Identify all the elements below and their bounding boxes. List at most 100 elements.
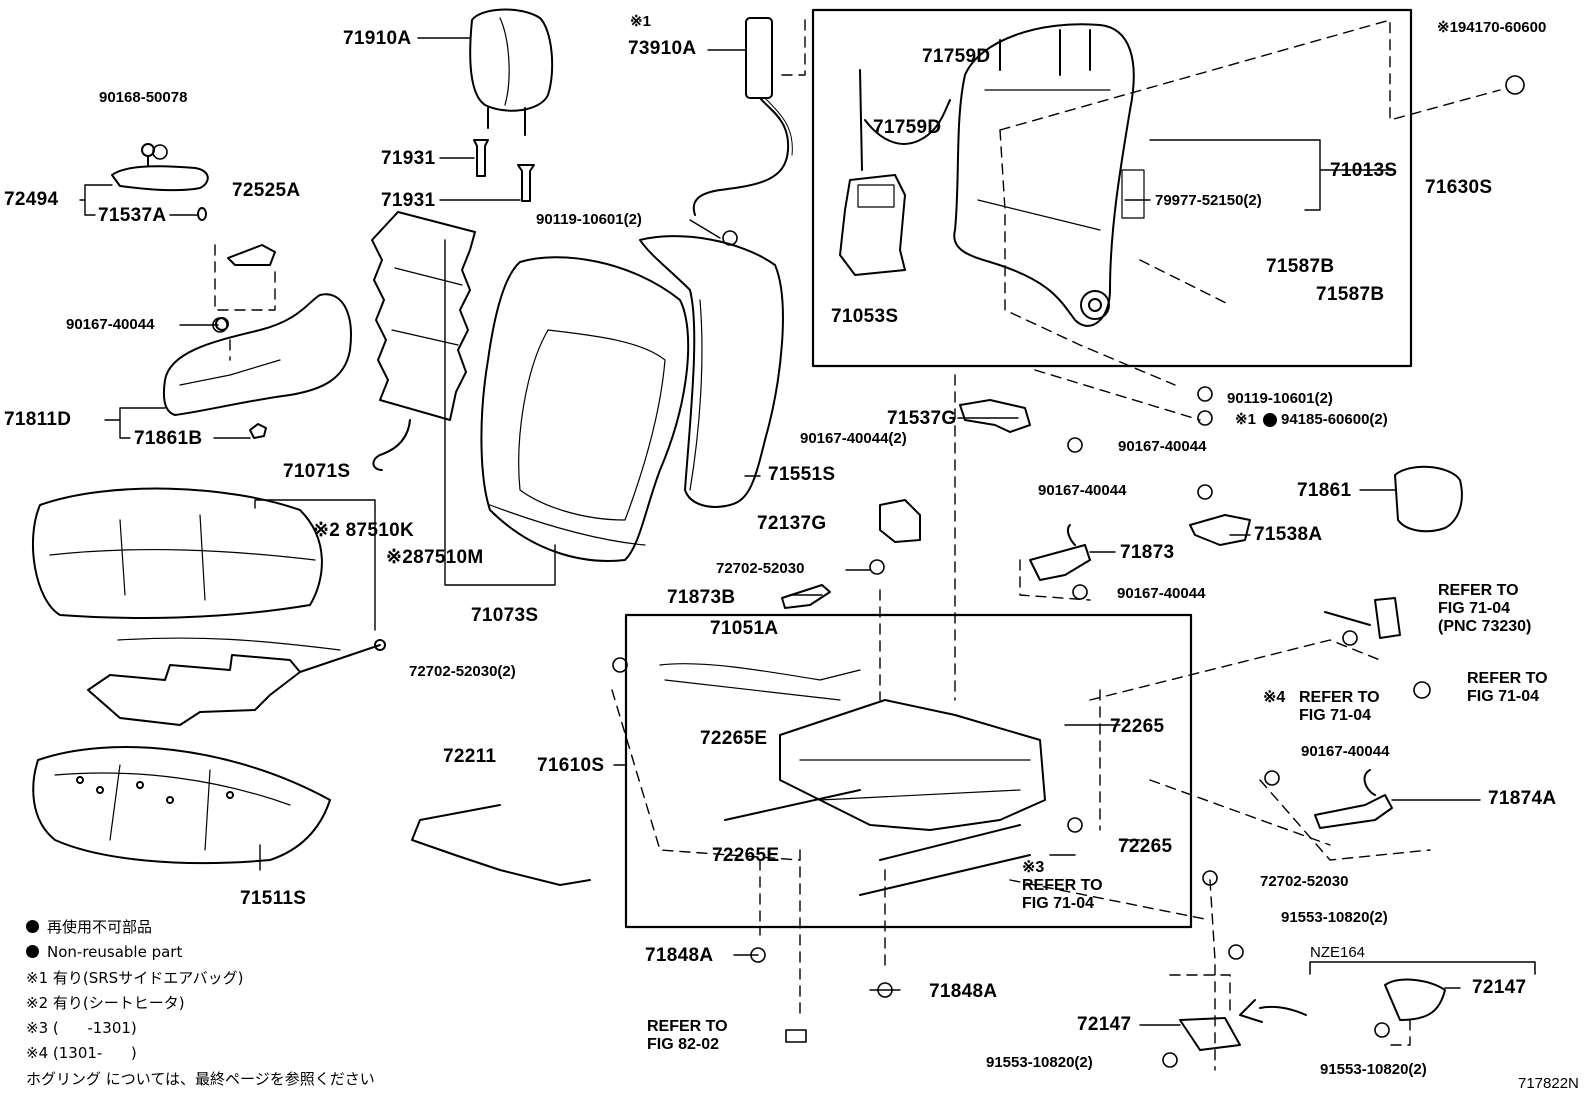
seatbelt-buckle	[1324, 597, 1401, 639]
side-shield	[162, 293, 352, 439]
part-label-90167-40044-left: 90167-40044	[66, 316, 155, 333]
bracket-72147-left	[1179, 1017, 1241, 1051]
part-label-90167-40044-lower-right: 90167-40044	[1301, 743, 1390, 760]
bracket-71537g	[959, 399, 1031, 433]
part-label-71537g: 71537G	[887, 408, 957, 429]
cover-72137g	[879, 499, 921, 543]
seatback-cushion	[480, 256, 690, 562]
side-airbag	[692, 17, 793, 216]
part-label-71630s: 71630S	[1425, 177, 1493, 198]
part-label-71073s: 71073S	[471, 605, 539, 626]
part-label-72265-top: 72265	[1110, 716, 1165, 737]
part-label-71861: 71861	[1297, 480, 1352, 501]
part-label-72702-52030-top: 72702-52030	[716, 560, 805, 577]
dashed-guides	[214, 19, 1501, 1071]
clip-72525a	[227, 244, 276, 266]
part-label-71053s: 71053S	[831, 306, 899, 327]
bracket-71873	[1029, 524, 1091, 581]
part-label-71538a: 71538A	[1254, 524, 1323, 545]
part-label-71873: 71873	[1120, 542, 1175, 563]
seatback-frame-box	[811, 8, 1413, 368]
legend-note-3: ※3 ( -1301)	[26, 1019, 137, 1037]
part-label-90167-40044-upper-right: 90167-40044	[1038, 482, 1127, 499]
part-label-71874a: 71874A	[1488, 788, 1557, 809]
part-label-91553-10820-right: 91553-10820(2)	[1320, 1061, 1427, 1078]
legend-hog-ring-note: ホグリング については、最終ページを参照ください	[26, 1070, 375, 1088]
reference-fig-82-02: REFER TO FIG 82-02	[647, 1018, 728, 1053]
part-label-72494: 72494	[4, 189, 59, 210]
part-label-73910a-mark: ※1	[630, 13, 651, 30]
seat-cushion-pad	[31, 487, 341, 651]
part-label-71931-bottom: 71931	[381, 190, 436, 211]
bracket-72147-right	[1384, 978, 1446, 1021]
part-label-71551s: 71551S	[768, 464, 836, 485]
part-label-87510k: ※2 87510K	[313, 520, 415, 541]
legend-note-4: ※4 (1301- )	[26, 1044, 137, 1062]
bolts	[152, 75, 1525, 1068]
part-label-71931-top: 71931	[381, 148, 436, 169]
part-label-72702-52030-bottom: 72702-52030	[1260, 873, 1349, 890]
part-label-79977-52150: 79977-52150(2)	[1155, 192, 1262, 209]
part-label-72265e-bottom: 72265E	[712, 845, 780, 866]
part-label-90167-40044-mid-right: 90167-40044	[1117, 585, 1206, 602]
part-label-71811d: 71811D	[4, 409, 72, 430]
part-label-71910a: 71910A	[343, 28, 412, 49]
filled-markers	[1263, 413, 1277, 427]
part-label-71759d-bottom: 71759D	[873, 117, 942, 138]
part-label-71013s: 71013S	[1330, 160, 1398, 181]
cover-71861	[1394, 465, 1463, 533]
part-label-90119-10601-top: 90119-10601(2)	[536, 211, 642, 228]
part-label-94185-mark: ※1	[1235, 411, 1256, 428]
reference-fig-71-04-mark4: REFER TO FIG 71-04	[1299, 689, 1380, 724]
part-label-72525a: 72525A	[232, 180, 301, 201]
part-label-72137g: 72137G	[757, 513, 827, 534]
part-label-71848a-left: 71848A	[645, 945, 714, 966]
part-label-71511s: 71511S	[240, 888, 307, 909]
seatback-heater-pad	[371, 211, 476, 471]
part-label-71873b: 71873B	[667, 587, 736, 608]
part-label-72702-52030-2: 72702-52030(2)	[409, 663, 516, 680]
legend-non-reusable-en: Non-reusable part	[26, 945, 182, 960]
part-label-91553-10820-left: 91553-10820(2)	[986, 1054, 1093, 1071]
part-label-71537a: 71537A	[98, 205, 167, 226]
seatback-frame	[953, 23, 1145, 327]
headrest	[469, 8, 554, 136]
part-label-91553-10820-top: 91553-10820(2)	[1281, 909, 1388, 926]
part-label-71848a-right: 71848A	[929, 981, 998, 1002]
part-label-72147-left: 72147	[1077, 1014, 1132, 1035]
part-label-72265-bottom: 72265	[1118, 836, 1173, 857]
seatback-cover	[639, 235, 784, 508]
reference-mark-3: ※3	[1022, 859, 1045, 876]
part-label-72265e-top: 72265E	[700, 728, 768, 749]
part-label-71759d-top: 71759D	[922, 46, 991, 67]
headrest-guides	[473, 139, 535, 202]
part-label-90119-10601-right: 90119-10601(2)	[1227, 390, 1333, 407]
bracket-71538a	[1189, 514, 1251, 546]
part-label-90167-40044-2: 90167-40044(2)	[800, 430, 907, 447]
reference-fig-71-04-mark3: REFER TO FIG 71-04	[1022, 877, 1103, 912]
bracket-71873b	[781, 584, 831, 609]
wire-72211	[411, 804, 591, 886]
reference-fig-71-04-right: REFER TO FIG 71-04	[1467, 670, 1548, 705]
part-label-71587b-bottom: 71587B	[1316, 284, 1385, 305]
bracket-71874a	[1314, 769, 1393, 829]
part-label-71861b: 71861B	[134, 428, 203, 449]
part-label-71071s: 71071S	[283, 461, 351, 482]
seat-adjuster-box	[624, 613, 1193, 929]
part-label-90167-40044-center: 90167-40044	[1118, 438, 1207, 455]
part-label-194170-60600: ※194170-60600	[1437, 19, 1547, 36]
reference-fig-71-04-pnc: REFER TO FIG 71-04 (PNC 73230)	[1438, 582, 1532, 635]
part-label-72211: 72211	[443, 746, 497, 767]
legend-note-2: ※2 有り(シートヒータ)	[26, 994, 185, 1012]
seat-heater-mat	[87, 639, 386, 726]
seat-adjuster	[659, 663, 1046, 896]
diagram-code: 717822N	[1518, 1075, 1579, 1092]
part-label-94185-60600: 94185-60600(2)	[1281, 411, 1388, 428]
part-label-71051a: 71051A	[710, 618, 779, 639]
non-reusable-dot-icon	[26, 945, 39, 958]
part-label-87510m: ※287510M	[386, 547, 484, 568]
part-label-72147-right: 72147	[1472, 977, 1527, 998]
part-label-90168-50078: 90168-50078	[99, 89, 188, 106]
part-label-73910a: 73910A	[628, 38, 697, 59]
